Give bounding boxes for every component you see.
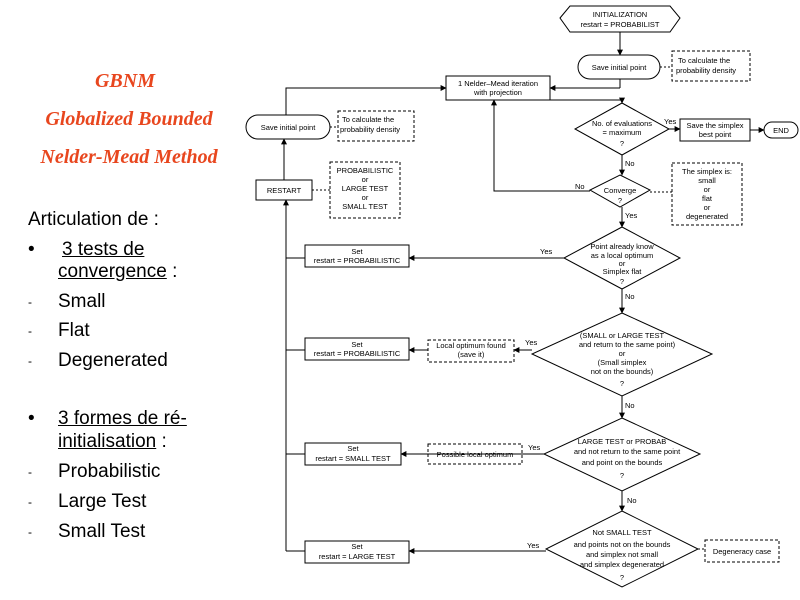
eval-line2: = maximum xyxy=(603,128,642,137)
yes-converge: Yes xyxy=(625,211,637,220)
local-found-line2: (save it) xyxy=(458,350,485,359)
largeprob-line1: LARGE TEST or PROBAB xyxy=(578,437,667,446)
localopt-line4: Simplex flat xyxy=(603,267,643,276)
converge-line1: Converge xyxy=(604,186,637,195)
largeprob-line2: and not return to the same point xyxy=(574,447,681,456)
articulation-heading: Articulation de : xyxy=(28,209,159,230)
no-localopt: No xyxy=(625,292,635,301)
no-eval: No xyxy=(625,159,635,168)
forms-reinit: initialisation xyxy=(58,431,157,452)
note-density-left-shape xyxy=(337,110,415,142)
note-density-right-1: To calculate the xyxy=(678,56,730,65)
nm-iteration-line2: with projection xyxy=(473,88,522,97)
smalllarge-line1: (SMALL or LARGE TEST xyxy=(580,331,665,340)
smalllarge-line6: ? xyxy=(620,379,624,388)
notsmall-line3: and simplex not small xyxy=(586,550,658,559)
yes-notsmall: Yes xyxy=(527,541,539,550)
end-label: END xyxy=(773,126,789,135)
init-shape xyxy=(559,5,681,33)
no-largeprob: No xyxy=(627,496,637,505)
notsmall-line2: and points not on the bounds xyxy=(574,540,671,549)
restart-label: RESTART xyxy=(267,186,302,195)
localopt-line5: ? xyxy=(620,277,624,286)
nm-iteration-line1: 1 Nelder–Mead iteration xyxy=(458,79,538,88)
forms-line2: initialisation : xyxy=(58,427,167,457)
localopt-line1: Point already know xyxy=(590,242,654,251)
notsmall-line5: ? xyxy=(620,573,624,582)
simplex-note-2: small xyxy=(698,176,716,185)
largeprob-line4: ? xyxy=(620,471,624,480)
tests-line2: convergence : xyxy=(58,257,177,287)
no-converge: No xyxy=(575,182,585,191)
forms-colon: : xyxy=(156,431,167,452)
set-large-line1: Set xyxy=(351,542,363,551)
simplex-note-shape xyxy=(671,162,743,226)
set-large-line2: restart = LARGE TEST xyxy=(319,552,396,561)
smalllarge-line4: (Small simplex xyxy=(598,358,647,367)
note-density-right-2: probability density xyxy=(676,66,736,75)
restart-note-5: SMALL TEST xyxy=(342,202,388,211)
degeneracy-shape xyxy=(704,539,780,563)
not-small-decision-shape xyxy=(544,510,700,588)
save-initial-left-label: Save initial point xyxy=(261,123,317,132)
bullet-dot-icon: • xyxy=(28,408,35,429)
eval-line1: No. of evaluations xyxy=(592,119,652,128)
tests-colon: : xyxy=(166,261,178,282)
restart-note-2: or xyxy=(362,175,369,184)
simplex-note-1: The simplex is: xyxy=(682,167,732,176)
no-smalllarge: No xyxy=(625,401,635,410)
restart-note-3: LARGE TEST xyxy=(342,184,389,193)
localopt-line2: as a local optimum xyxy=(591,251,654,260)
note-density-right-shape xyxy=(671,50,751,82)
init-title: INITIALIZATION xyxy=(593,10,647,19)
converge-line2: ? xyxy=(618,196,622,205)
note-density-left-1: To calculate the xyxy=(342,115,394,124)
possible-local-label: Possible local optimum xyxy=(437,450,514,459)
simplex-note-4: flat xyxy=(702,194,713,203)
set-prob1-line2: restart = PROBABILISTIC xyxy=(314,256,401,265)
tests-convergence: convergence xyxy=(58,261,167,282)
title-globalized-bounded: Globalized Bounded xyxy=(45,108,213,130)
notsmall-line1: Not SMALL TEST xyxy=(592,528,652,537)
set-small-line1: Set xyxy=(347,444,359,453)
eval-line3: ? xyxy=(620,139,624,148)
degeneracy-label: Degeneracy case xyxy=(713,547,771,556)
save-best-line1: Save the simplex xyxy=(686,121,743,130)
simplex-note-5: or xyxy=(704,203,711,212)
title-nelder-mead: Nelder-Mead Method xyxy=(40,146,218,168)
yes-localopt: Yes xyxy=(540,247,552,256)
largeprob-line3: and point on the bounds xyxy=(582,458,663,467)
smalllarge-line2: and return to the same point) xyxy=(579,340,676,349)
note-density-left-2: probability density xyxy=(340,125,400,134)
notsmall-line4: and simplex degenerated xyxy=(580,560,664,569)
restart-note-4: or xyxy=(362,193,369,202)
bullet-dot-icon: • xyxy=(28,239,35,260)
simplex-note-6: degenerated xyxy=(686,212,728,221)
set-prob1-line1: Set xyxy=(351,247,363,256)
init-restart: restart = PROBABILIST xyxy=(581,20,660,29)
yes-largeprob: Yes xyxy=(528,443,540,452)
save-best-line2: best point xyxy=(699,130,732,139)
tests-label: 3 tests de xyxy=(62,239,145,260)
simplex-note-3: or xyxy=(704,185,711,194)
yes-smalllarge: Yes xyxy=(525,338,537,347)
converge-decision-shape xyxy=(588,174,652,208)
set-small-line2: restart = SMALL TEST xyxy=(315,454,391,463)
smalllarge-line3: or xyxy=(619,349,626,358)
localopt-line3: or xyxy=(619,259,626,268)
set-prob2-line1: Set xyxy=(351,340,363,349)
smalllarge-line5: not on the bounds) xyxy=(591,367,654,376)
title-gbnm: GBNM xyxy=(94,70,155,92)
set-prob2-line2: restart = PROBABILISTIC xyxy=(314,349,401,358)
restart-note-1: PROBABILISTIC xyxy=(337,166,394,175)
yes-eval: Yes xyxy=(664,117,676,126)
forms-label: 3 formes de ré- xyxy=(58,408,187,429)
restart-note-shape xyxy=(329,161,401,219)
local-found-line1: Local optimum found xyxy=(436,341,506,350)
save-initial-right-label: Save initial point xyxy=(592,63,648,72)
